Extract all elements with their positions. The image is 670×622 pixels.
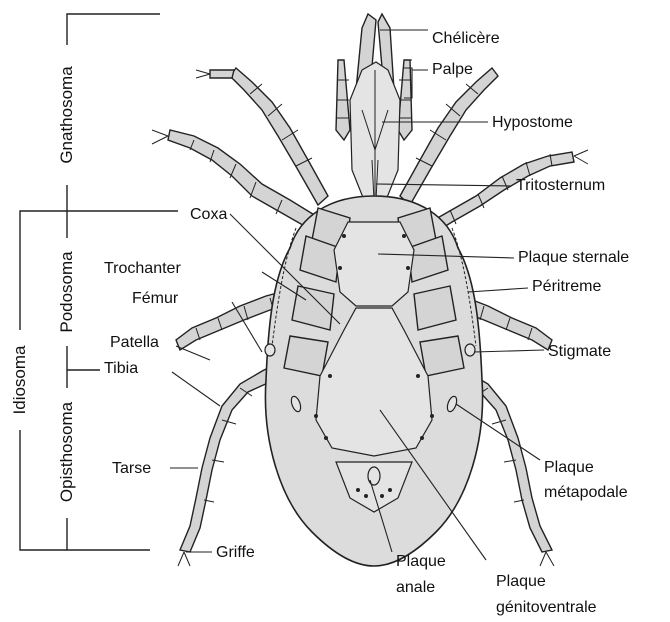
- palpe-label: Palpe: [432, 61, 473, 78]
- griffe-label: Griffe: [216, 544, 255, 561]
- peritreme-leader: [468, 288, 528, 292]
- coxa-4-right: [420, 336, 464, 376]
- stigmate-leader: [474, 350, 544, 352]
- hypostome-label: Hypostome: [492, 114, 573, 131]
- plaque-genitoventrale-label-line2: génitoventrale: [496, 599, 597, 616]
- plaque-anale-label-line1: Plaque: [396, 553, 446, 570]
- patella-leader: [176, 346, 210, 360]
- patella-label: Patella: [110, 334, 159, 351]
- podosoma-label: Podosoma: [57, 251, 76, 333]
- femur-label: Fémur: [132, 290, 179, 307]
- plaque-metapodale-label-line1: Plaque: [544, 459, 594, 476]
- gnathosoma: [336, 14, 412, 200]
- trochanter-label: Trochanter: [104, 260, 181, 277]
- idiosoma-body: [265, 196, 483, 566]
- plaque-genitoventrale-label-line1: Plaque: [496, 573, 546, 590]
- stigma-left: [265, 344, 275, 356]
- stigmate-label: Stigmate: [548, 343, 611, 360]
- coxa-4-left: [284, 336, 328, 376]
- anal-opening: [368, 467, 380, 485]
- tibia-label: Tibia: [104, 360, 138, 377]
- plaque-anale-label-line2: anale: [396, 579, 435, 596]
- plaque-sternale-label: Plaque sternale: [518, 249, 629, 266]
- idiosoma-label: Idiosoma: [10, 345, 29, 415]
- tritosternum-label: Tritosternum: [516, 177, 605, 194]
- sternal-plate: [334, 222, 414, 306]
- peritreme-label: Péritreme: [532, 278, 601, 295]
- coxa-label: Coxa: [190, 206, 227, 223]
- opisthosoma-label: Opisthosoma: [57, 401, 76, 502]
- plaque-metapodale-label-line2: métapodale: [544, 484, 628, 501]
- region-brackets: [20, 14, 178, 550]
- stigma-right: [465, 344, 475, 356]
- chelicere-label: Chélicère: [432, 30, 500, 47]
- gnathosoma-bracket: [67, 14, 160, 211]
- tibia-leader: [172, 372, 220, 406]
- gnathosoma-label: Gnathosoma: [57, 66, 76, 164]
- tarse-label: Tarse: [112, 460, 151, 477]
